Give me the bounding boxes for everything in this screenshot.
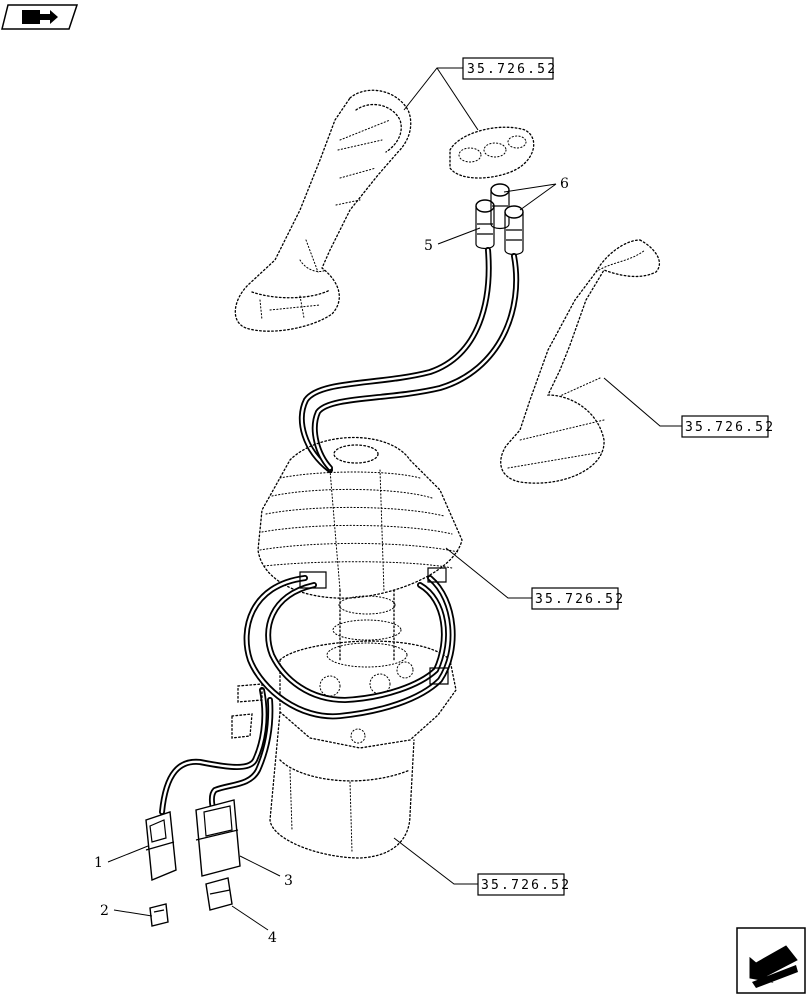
connector-1 — [145, 811, 177, 882]
callout-3: 3 — [284, 873, 293, 889]
push-button-5 — [475, 199, 495, 250]
callout-4: 4 — [268, 930, 277, 946]
reference-box-grip-top[interactable]: 35.726.52 — [462, 57, 557, 80]
push-button-6b — [504, 205, 524, 256]
connector-3 — [195, 799, 241, 877]
fuse-2 — [149, 903, 169, 927]
reference-box-base[interactable]: 35.726.52 — [477, 873, 571, 896]
next-page-arrow-icon[interactable] — [736, 927, 806, 994]
book-arrow-icon[interactable] — [1, 4, 79, 30]
button-wiring — [298, 247, 520, 473]
joystick-shaft — [326, 589, 408, 668]
svg-text:35.726.52: 35.726.52 — [481, 878, 571, 893]
push-button-6a — [490, 183, 510, 230]
callout-6: 6 — [560, 176, 569, 192]
svg-text:35.726.52: 35.726.52 — [467, 62, 557, 77]
button-cover-plate — [449, 126, 535, 179]
svg-text:35.726.52: 35.726.52 — [685, 420, 775, 435]
grip-right-outline — [500, 239, 661, 484]
svg-text:35.726.52: 35.726.52 — [535, 592, 625, 607]
callout-2: 2 — [100, 903, 109, 919]
plug-4 — [205, 877, 233, 911]
base-wiring-harness — [159, 567, 456, 815]
callout-1: 1 — [94, 855, 103, 871]
reference-box-grip-right[interactable]: 35.726.52 — [681, 415, 775, 438]
grip-upper-outline — [234, 89, 412, 332]
callout-5: 5 — [424, 238, 433, 254]
joystick-base — [269, 640, 457, 859]
rubber-boot — [257, 436, 463, 599]
reference-box-boot[interactable]: 35.726.52 — [531, 587, 625, 610]
